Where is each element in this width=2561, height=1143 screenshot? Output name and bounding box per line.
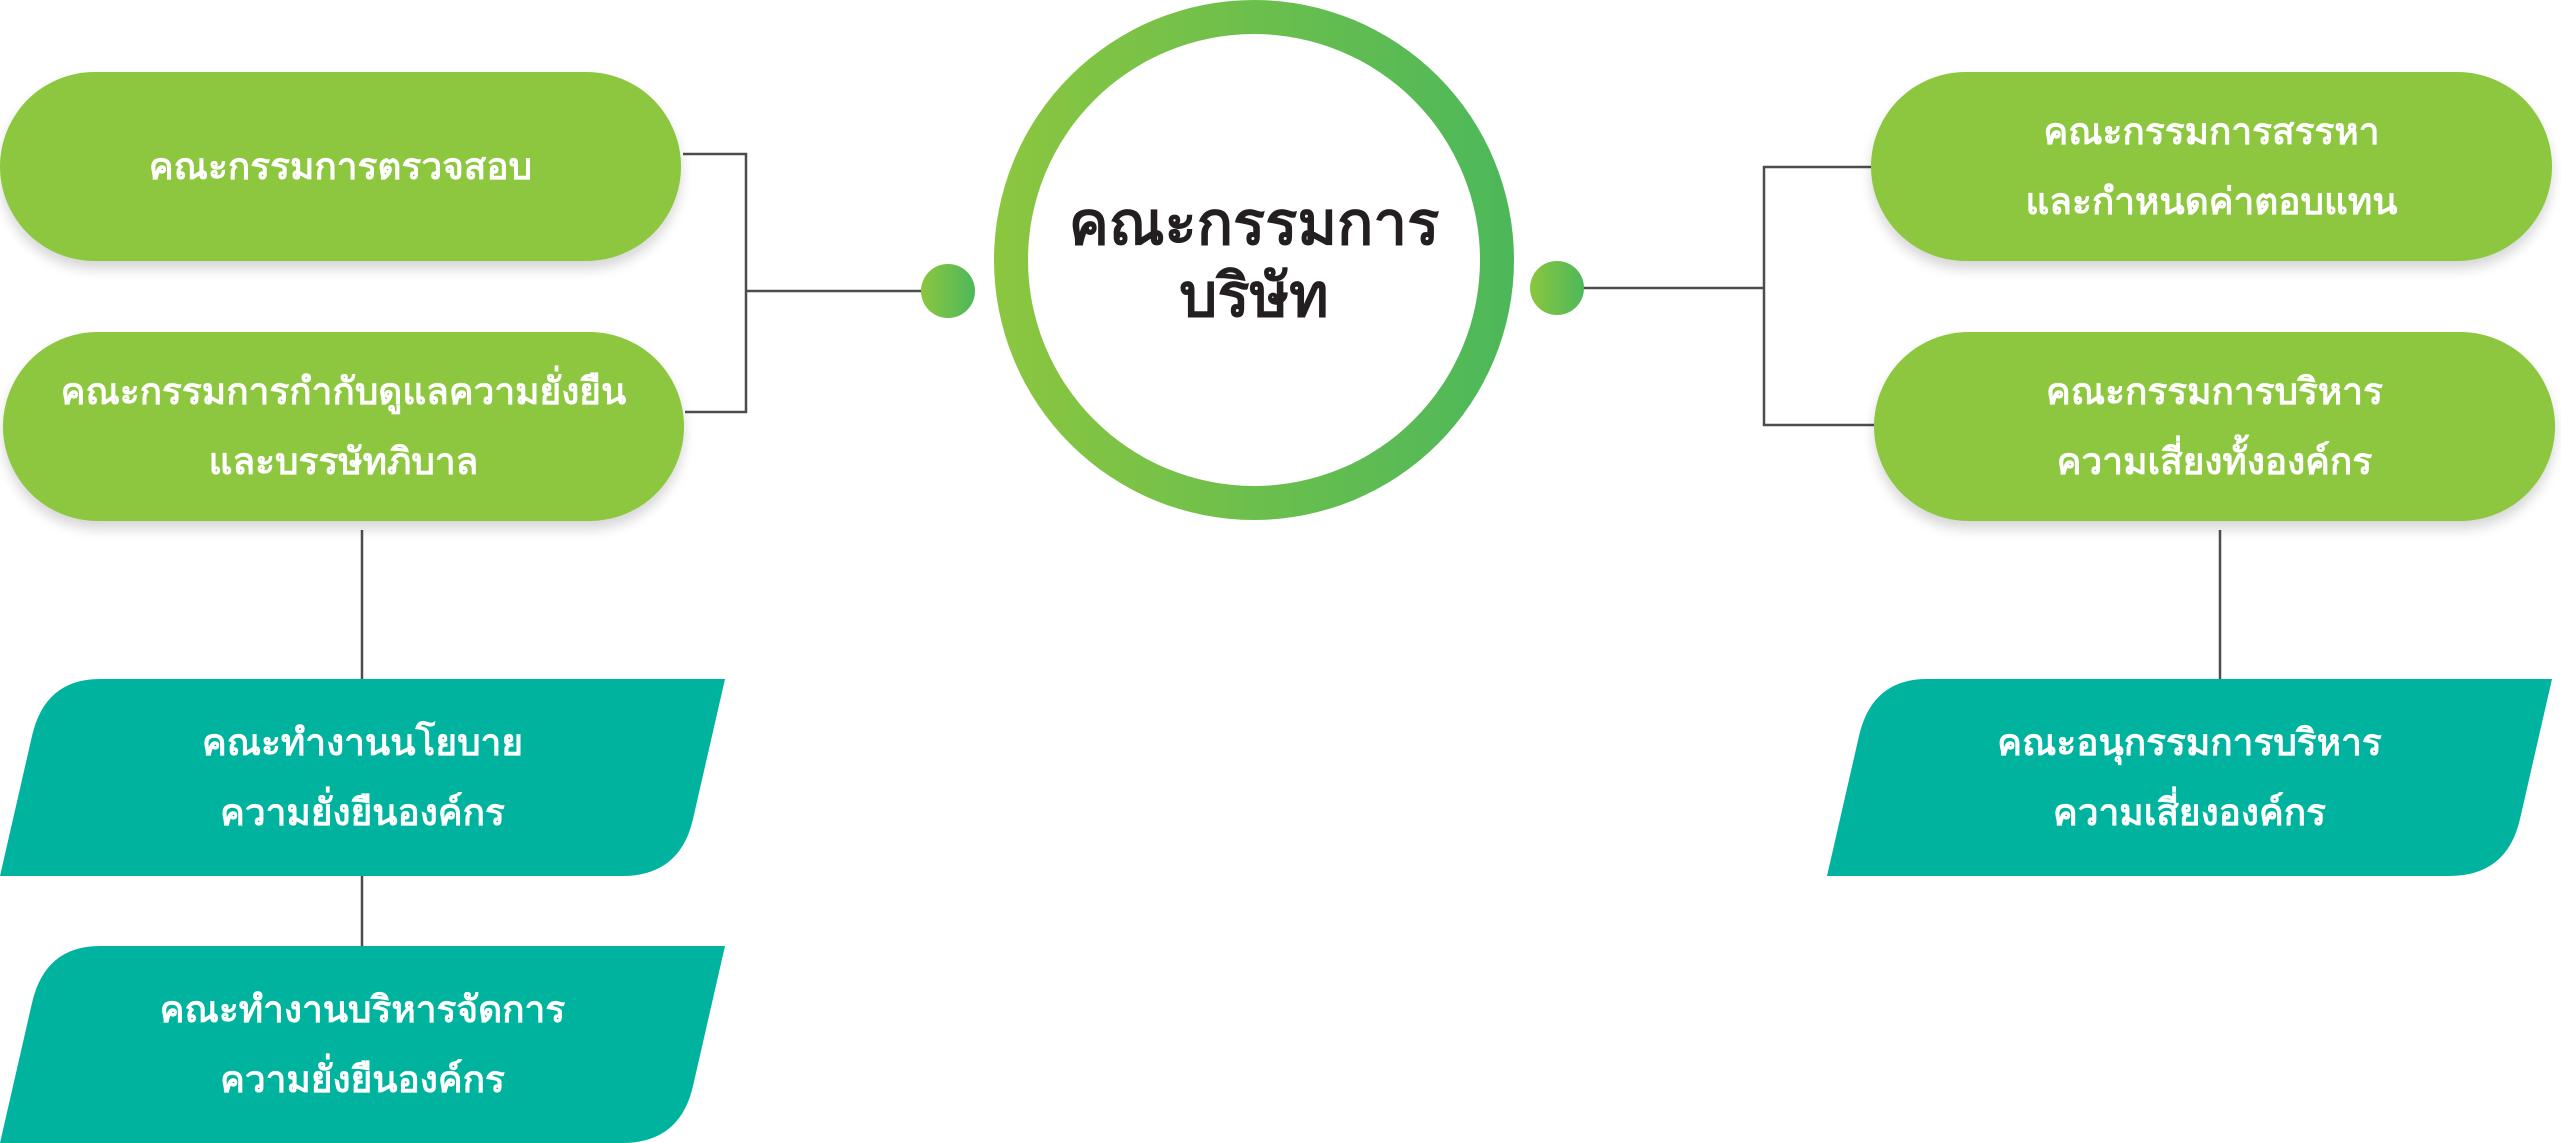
management-working-group-label-line2: ความยั่งยืนองค์กร [220, 1057, 505, 1101]
risk-subcommittee-box: คณะอนุกรรมการบริหาร ความเสี่ยงองค์กร [1827, 679, 2552, 876]
board-title-line1: คณะกรรมการ [1068, 189, 1440, 259]
management-working-group-label-line1: คณะทำงานบริหารจัดการ [159, 987, 566, 1031]
board-title-line2: บริษัท [1179, 261, 1329, 331]
connector-sustainability [685, 290, 748, 414]
audit-committee-label: คณะกรรมการตรวจสอบ [148, 144, 533, 188]
policy-working-group-label-line2: ความยั่งยืนองค์กร [220, 790, 505, 834]
nomination-committee-label-line1: คณะกรรมการสรรหา [2043, 109, 2380, 153]
policy-working-group-box: คณะทำงานนโยบาย ความยั่งยืนองค์กร [0, 679, 725, 876]
left-node-dot [921, 264, 975, 318]
connector-nomination [1762, 165, 1874, 427]
sustainability-committee-box: คณะกรรมการกำกับดูแลความยั่งยืน และบรรษัท… [3, 332, 684, 521]
risk-committee-box: คณะกรรมการบริหาร ความเสี่ยงทั้งองค์กร [1874, 332, 2555, 521]
audit-committee-box: คณะกรรมการตรวจสอบ [0, 72, 681, 261]
nomination-committee-label-line2: และกำหนดค่าตอบแทน [2025, 179, 2398, 223]
connector-audit [683, 152, 748, 290]
management-working-group-box: คณะทำงานบริหารจัดการ ความยั่งยืนองค์กร [0, 946, 725, 1143]
sustainability-committee-label-line1: คณะกรรมการกำกับดูแลความยั่งยืน [60, 369, 627, 413]
nomination-committee-box: คณะกรรมการสรรหา และกำหนดค่าตอบแทน [1871, 72, 2552, 261]
risk-committee-label-line2: ความเสี่ยงทั้งองค์กร [2056, 439, 2373, 483]
sustainability-committee-label-line2: และบรรษัทภิบาล [208, 439, 479, 483]
risk-committee-label-line1: คณะกรรมการบริหาร [2046, 369, 2383, 413]
board-of-directors-label: คณะกรรมการ บริษัท [994, 0, 1514, 520]
policy-working-group-label-line1: คณะทำงานนโยบาย [201, 720, 524, 764]
risk-subcommittee-label-line1: คณะอนุกรรมการบริหาร [1997, 720, 2382, 764]
right-node-dot [1530, 261, 1584, 315]
risk-subcommittee-label-line2: ความเสี่ยงองค์กร [2053, 790, 2326, 834]
board-ring [994, 0, 1514, 520]
